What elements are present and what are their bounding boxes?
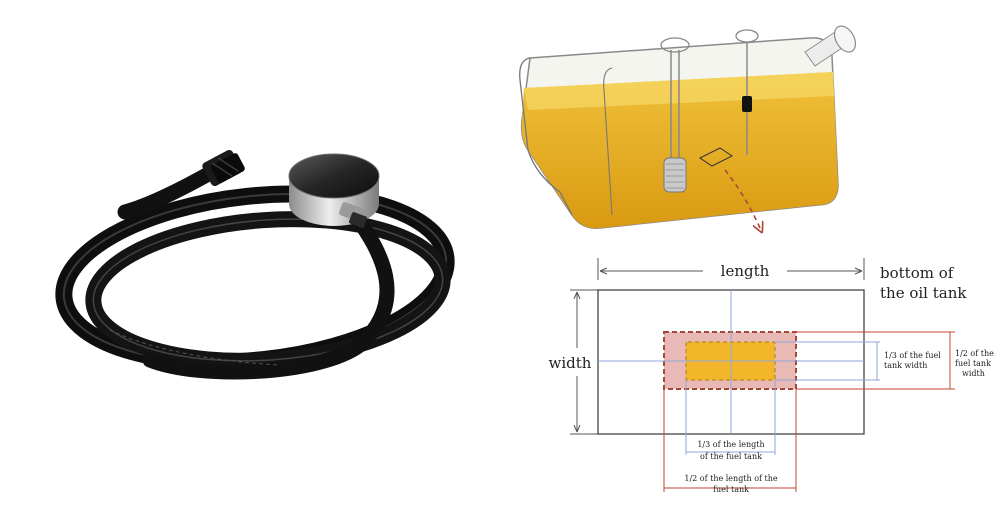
half-width-label-line2: fuel tank (955, 359, 991, 368)
cable-coil-icon (55, 164, 455, 380)
level-sender-icon (660, 37, 690, 193)
guide-lines (598, 290, 880, 455)
third-length-label-line1: 1/3 of the length (697, 440, 764, 449)
dipstick-icon (735, 29, 759, 155)
placement-diagram: length width bottom of the oil tank 1/3 … (549, 258, 994, 494)
sensor-mount-marker (699, 147, 733, 167)
filler-neck-icon (804, 25, 857, 67)
half-width-label-line1: 1/2 of the (955, 349, 994, 358)
bottom-label-line2: the oil tank (880, 284, 967, 302)
connector-plug-icon (202, 149, 245, 187)
half-width-label-line3: width (962, 369, 985, 378)
sensor-puck-icon (288, 153, 380, 228)
half-dimension-lines (663, 331, 955, 492)
third-width-label-line2: tank width (884, 361, 927, 370)
half-length-label-line2: fuel tank (713, 485, 749, 494)
half-length-label-line1: 1/2 of the length of the (684, 474, 778, 483)
tank-fuel (521, 72, 838, 229)
fuel-tank-illustration (519, 25, 857, 229)
bottom-label-line1: bottom of (880, 264, 955, 282)
length-label: length (721, 262, 770, 280)
sensor-photo (55, 149, 455, 380)
third-width-label-line1: 1/3 of the fuel (884, 351, 941, 360)
width-label: width (549, 354, 592, 372)
third-length-label-line2: of the fuel tank (700, 452, 762, 461)
